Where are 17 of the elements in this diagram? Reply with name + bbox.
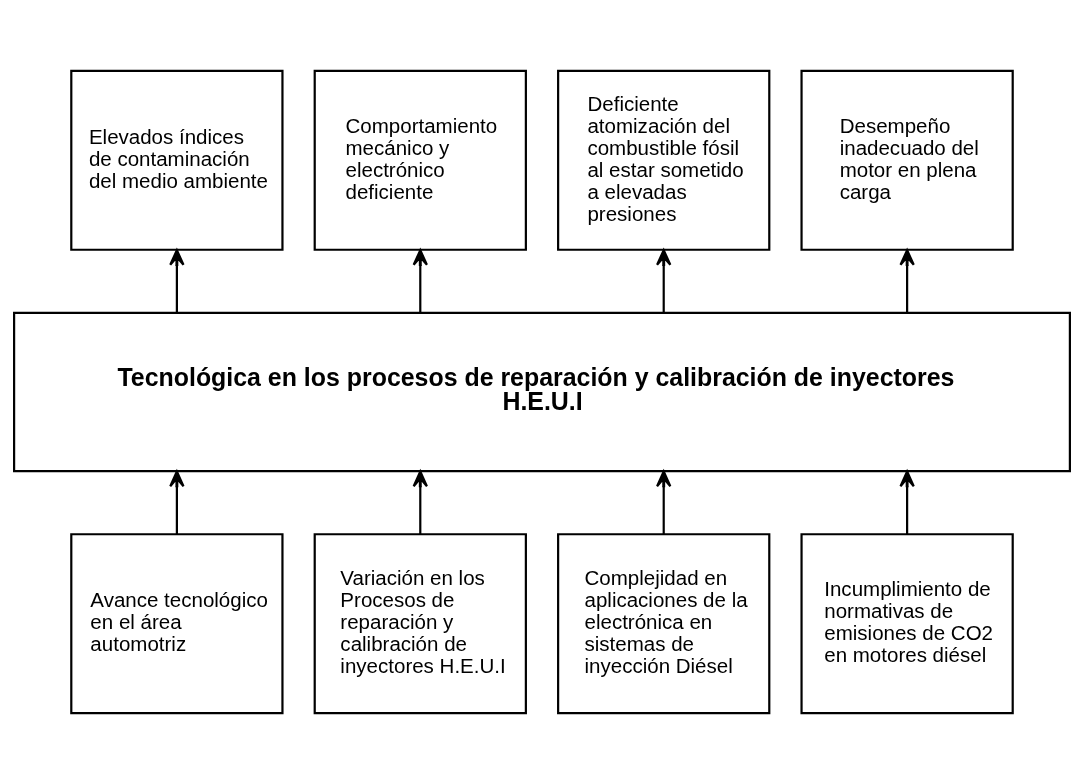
arrow [412, 249, 428, 313]
node-box: Deficiente atomización del combustible fósil al estar sometido a elevadas presiones [557, 69, 771, 251]
arrow [656, 470, 672, 535]
arrow [899, 470, 915, 535]
node-box: Avance tecnológico en el área automotriz [70, 533, 284, 715]
arrow [656, 249, 672, 313]
node-box: Incumplimiento de normativas de emisiones de CO2 en motores diésel [800, 533, 1014, 715]
node-box: Variación en los Procesos de reparación y calibración de inyectores H.E.U.I [313, 533, 527, 715]
arrow [169, 249, 185, 313]
node-box: Comportamiento mecánico y electrónico deficiente [313, 69, 527, 251]
node-box: Desempeño inadecuado del motor en plena carga [800, 69, 1014, 251]
node-box: Complejidad en aplicaciones de la electrónica en sistemas de inyección Diésel [557, 533, 771, 715]
arrow [412, 470, 428, 535]
node-box: Elevados índices de contaminación del medio ambiente [70, 69, 284, 251]
node-box: Tecnológica en los procesos de reparación y calibración de inyectores H.E.U.I [13, 311, 1071, 473]
arrow [899, 249, 915, 313]
arrow [169, 470, 185, 535]
